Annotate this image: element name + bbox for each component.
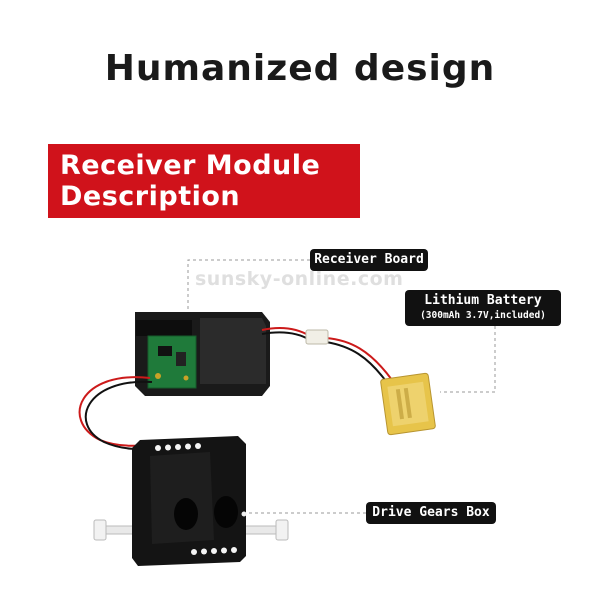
- drive-gears-label: Drive Gears Box: [366, 502, 496, 524]
- receiver-housing: [135, 312, 270, 396]
- drive-gears-box: [93, 436, 289, 566]
- gearbox-pins-top: [155, 443, 201, 451]
- gearbox-pins-bottom: [191, 547, 237, 555]
- battery-spec: (300mAh 3.7V,included): [420, 310, 546, 321]
- wires: [78, 326, 393, 451]
- section-banner: Receiver Module Description: [48, 144, 360, 218]
- battery-name: Lithium Battery: [424, 293, 542, 308]
- watermark-text: sunsky-online.com: [195, 268, 404, 290]
- lithium-battery: [380, 372, 436, 436]
- receiver-leader-line: [187, 259, 310, 328]
- banner-line-1: Receiver Module: [60, 150, 321, 181]
- receiver-pcb: [147, 335, 197, 389]
- banner-line-2: Description: [60, 181, 241, 212]
- receiver-board-label: Receiver Board: [310, 249, 428, 271]
- wire-connector: [305, 329, 329, 345]
- page-title: Humanized design: [104, 48, 496, 89]
- lithium-battery-label: Lithium Battery (300mAh 3.7V,included): [405, 290, 561, 326]
